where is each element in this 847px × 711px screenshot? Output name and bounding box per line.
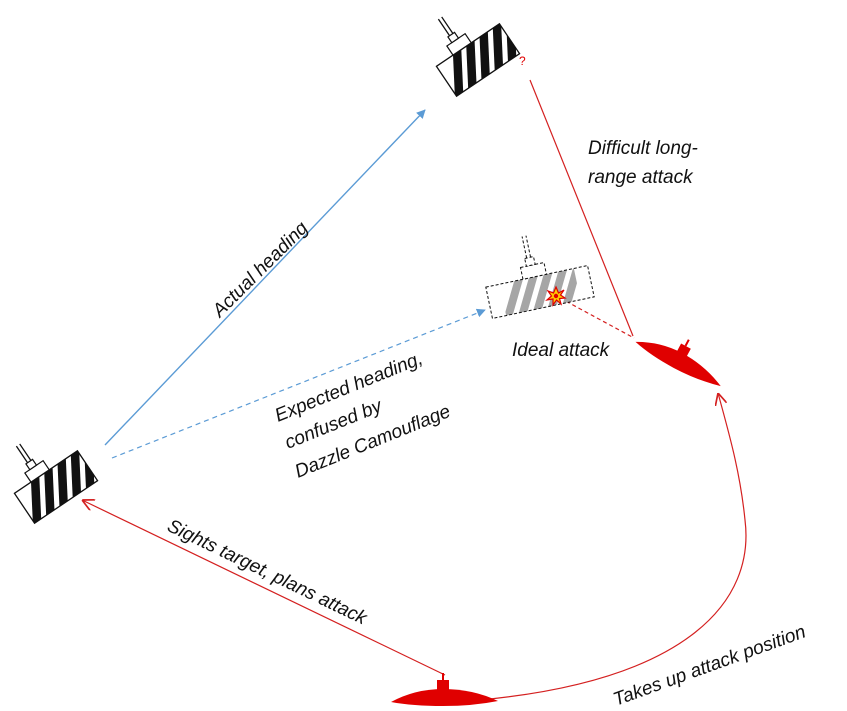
explosion-icon bbox=[545, 285, 567, 307]
sights-target-label: Sights target, plans attack bbox=[164, 516, 371, 630]
ideal-attack-line bbox=[559, 297, 635, 339]
ideal-attack-label: Ideal attack bbox=[512, 340, 611, 361]
sights-target-line bbox=[82, 500, 446, 676]
difficult-attack-label-line-1: Difficult long- bbox=[588, 138, 698, 159]
actual-heading-label: Actual heading bbox=[208, 217, 313, 322]
difficult-attack-label-line-2: range attack bbox=[588, 167, 694, 188]
question-mark-label: ? bbox=[519, 54, 526, 68]
submarine-icon bbox=[391, 673, 498, 706]
difficult-attack-line bbox=[529, 79, 634, 337]
takes-up-position-path bbox=[479, 393, 747, 701]
actual-heading-line bbox=[104, 109, 426, 446]
takes-up-position-label: Takes up attack position bbox=[611, 621, 809, 710]
expected-heading-line bbox=[111, 308, 486, 459]
submarine-icon bbox=[635, 339, 721, 387]
dazzle-ship-icon bbox=[435, 16, 521, 98]
phantom-ship-icon bbox=[485, 235, 595, 320]
